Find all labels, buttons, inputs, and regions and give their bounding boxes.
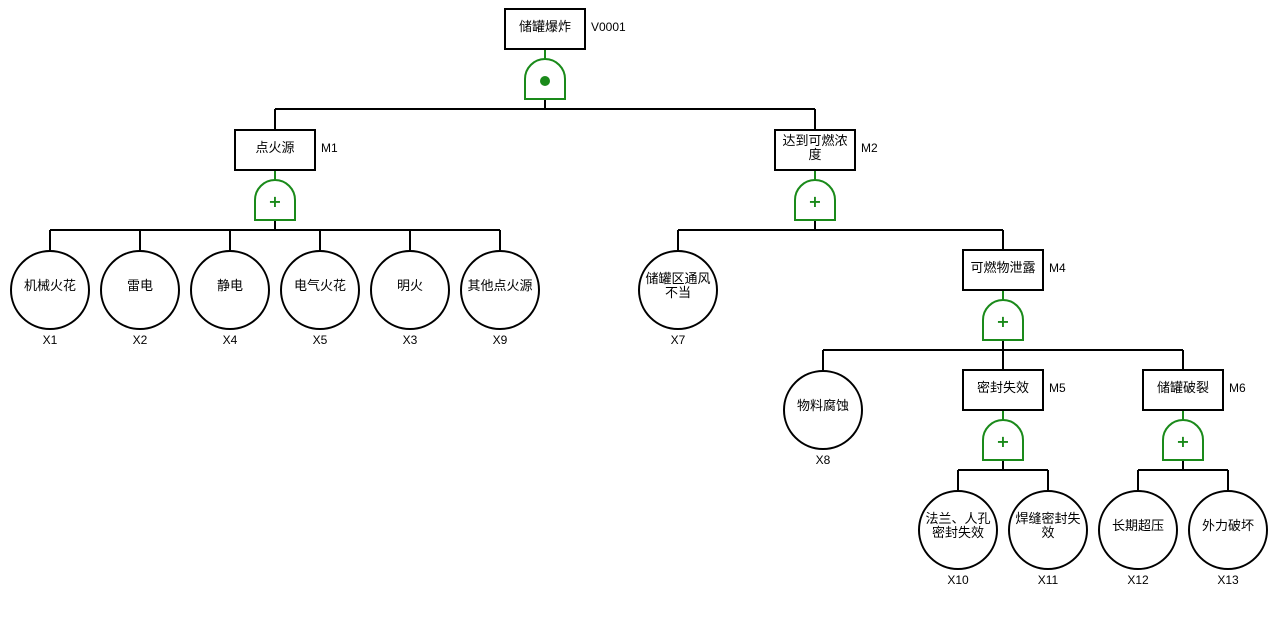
or-plus-icon: + — [268, 192, 281, 211]
basic-event[interactable]: 雷电 X2 — [100, 250, 180, 347]
basic-event-circle[interactable] — [190, 250, 270, 330]
basic-event-code: X3 — [403, 333, 418, 347]
event-label: 储罐爆炸 — [519, 20, 571, 35]
basic-event[interactable]: 静电 X4 — [190, 250, 270, 347]
event-box[interactable] — [962, 249, 1044, 291]
basic-event-code: X9 — [493, 333, 508, 347]
event-box[interactable] — [504, 8, 586, 50]
or-gate-m5: + — [982, 410, 1024, 461]
basic-event[interactable]: 物料腐蚀 X8 — [783, 370, 863, 467]
or-plus-icon: + — [1176, 432, 1189, 451]
basic-event-label: 静电 — [217, 279, 243, 294]
intermediate-event-m4[interactable]: 可燃物泄露 M4 — [962, 249, 1066, 291]
basic-event-code: X13 — [1217, 573, 1239, 587]
basic-event-circle[interactable] — [638, 250, 718, 330]
basic-event-code: X11 — [1038, 573, 1059, 587]
basic-event[interactable]: 其他点火源 X9 — [460, 250, 540, 347]
connector-lines — [49, 99, 1229, 490]
basic-event-circle[interactable] — [460, 250, 540, 330]
or-plus-icon: + — [996, 312, 1009, 331]
or-gate-m1: + — [254, 170, 296, 221]
basic-event-label: 电气火花 — [294, 278, 346, 294]
basic-event-circle[interactable] — [100, 250, 180, 330]
basic-event-label: 物料腐蚀 — [797, 399, 849, 414]
event-box[interactable] — [234, 129, 316, 171]
event-box[interactable] — [774, 129, 856, 171]
or-gate-icon — [1162, 419, 1204, 461]
basic-event[interactable]: 明火 X3 — [370, 250, 450, 347]
basic-event-circle[interactable] — [1188, 490, 1268, 570]
basic-event-label: 法兰、人孔 — [925, 512, 990, 527]
or-gate-icon — [794, 179, 836, 221]
basic-event-code: X8 — [816, 453, 831, 467]
top-and-gate — [524, 49, 566, 100]
basic-event-circle[interactable] — [1008, 490, 1088, 570]
gates: + + + + + — [254, 49, 1204, 461]
or-plus-icon: + — [996, 432, 1009, 451]
event-box[interactable] — [1142, 369, 1224, 411]
basic-event-code: X7 — [671, 333, 686, 347]
basic-event-code: X10 — [947, 573, 969, 587]
or-gate-icon — [982, 299, 1024, 341]
basic-event-label: 储罐区通风 — [645, 272, 710, 287]
basic-event-code: X1 — [43, 333, 58, 347]
basic-event-label: 密封失效 — [932, 525, 984, 541]
basic-event[interactable]: 长期超压 X12 — [1098, 490, 1178, 587]
basic-event-circle[interactable] — [918, 490, 998, 570]
basic-event-circle[interactable] — [1098, 490, 1178, 570]
event-code: M5 — [1049, 381, 1066, 395]
or-gate-icon — [254, 179, 296, 221]
or-gate-m2: + — [794, 170, 836, 221]
basic-event-label: 明火 — [397, 279, 423, 294]
or-gate-icon — [982, 419, 1024, 461]
basic-event-circle[interactable] — [370, 250, 450, 330]
intermediate-event-m5[interactable]: 密封失效 M5 — [962, 369, 1066, 411]
top-event[interactable]: 储罐爆炸 V0001 — [504, 8, 626, 50]
basic-event[interactable]: 机械火花 X1 — [10, 250, 90, 347]
intermediate-event-m6[interactable]: 储罐破裂 M6 — [1142, 369, 1246, 411]
basic-event-label: 机械火花 — [24, 278, 76, 294]
event-label: 度 — [808, 147, 821, 163]
basic-event[interactable]: 电气火花 X5 — [280, 250, 360, 347]
basic-event-label: 雷电 — [127, 279, 153, 294]
event-label: 储罐破裂 — [1157, 381, 1209, 396]
event-label: 密封失效 — [977, 380, 1029, 396]
basic-event-label: 长期超压 — [1112, 519, 1164, 534]
event-label: 达到可燃浓 — [782, 133, 847, 149]
or-gate-m6: + — [1162, 410, 1204, 461]
basic-event-label: 效 — [1041, 526, 1054, 541]
event-code: M2 — [861, 141, 878, 155]
event-code: M1 — [321, 141, 338, 155]
and-dot-icon — [540, 76, 550, 86]
basic-event-code: X12 — [1127, 573, 1149, 587]
intermediate-event-m1[interactable]: 点火源 M1 — [234, 129, 338, 171]
event-label: 可燃物泄露 — [970, 260, 1035, 276]
or-gate-m4: + — [982, 290, 1024, 341]
or-plus-icon: + — [808, 192, 821, 211]
event-code: M6 — [1229, 381, 1246, 395]
event-label: 点火源 — [255, 141, 294, 156]
basic-event-code: X2 — [133, 333, 148, 347]
basic-event-circle[interactable] — [10, 250, 90, 330]
basic-event-circle[interactable] — [280, 250, 360, 330]
event-box[interactable] — [962, 369, 1044, 411]
event-code: V0001 — [591, 20, 626, 34]
basic-event-code: X5 — [313, 333, 328, 347]
basic-event-code: X4 — [223, 333, 238, 347]
basic-event-label: 其他点火源 — [467, 279, 532, 294]
basic-event[interactable]: 外力破坏 X13 — [1188, 490, 1268, 587]
event-code: M4 — [1049, 261, 1066, 275]
basic-event-label: 焊缝密封失 — [1015, 511, 1080, 527]
basic-event-circle[interactable] — [783, 370, 863, 450]
basic-event-label: 外力破坏 — [1202, 519, 1254, 534]
basic-event-label: 不当 — [665, 286, 691, 301]
